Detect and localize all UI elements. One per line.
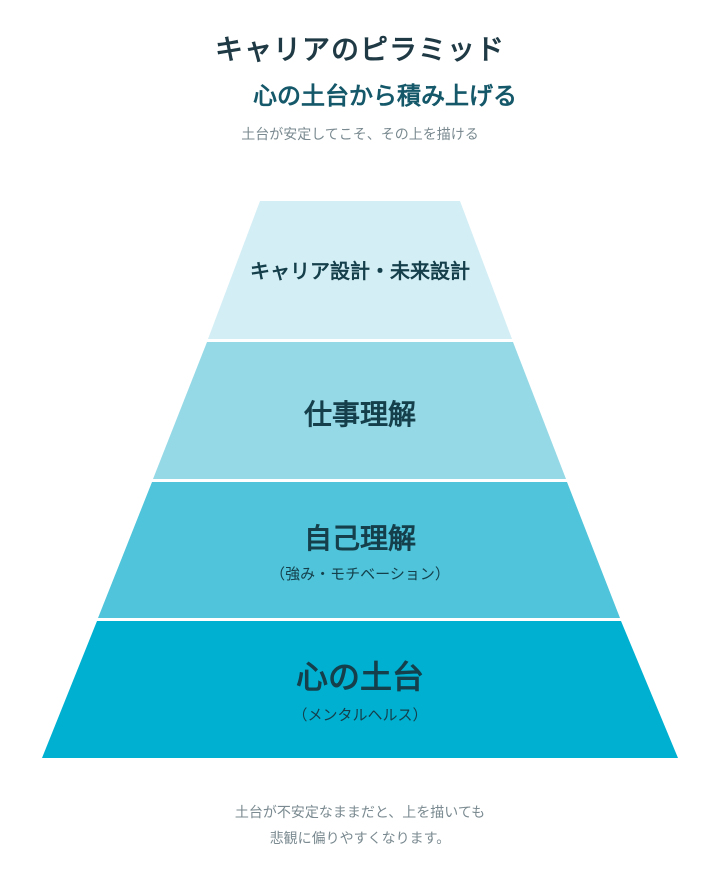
pyramid-level-job-understanding-label: 仕事理解 <box>303 398 416 431</box>
pyramid-level-self-understanding <box>98 482 620 618</box>
footer-line-2: 悲観に偏りやすくなります。 <box>269 831 451 847</box>
page-subtitle: 心の土台から積み上げる <box>253 82 517 110</box>
pyramid-level-self-understanding-label: 自己理解 <box>304 522 416 555</box>
pyramid-level-job-understanding <box>153 342 566 479</box>
pyramid-level-career-design <box>208 201 512 339</box>
pyramid-level-mental-foundation-label: 心の土台 <box>296 658 424 696</box>
pyramid-level-mental-foundation <box>42 621 678 758</box>
pyramid-level-mental-foundation-sublabel: （メンタルヘルス） <box>292 706 427 724</box>
tagline: 土台が安定してこそ、その上を描ける <box>241 127 479 143</box>
page-title: キャリアのピラミッド <box>214 33 505 66</box>
footer-line-1: 土台が不安定なままだと、上を描いても <box>234 805 486 821</box>
pyramid-level-career-design-label: キャリア設計・未来設計 <box>250 259 470 283</box>
pyramid-level-self-understanding-sublabel: （強み・モチベーション） <box>270 565 450 583</box>
footer-note: 土台が不安定なままだと、上を描いても 悲観に偏りやすくなります。 <box>0 800 720 852</box>
